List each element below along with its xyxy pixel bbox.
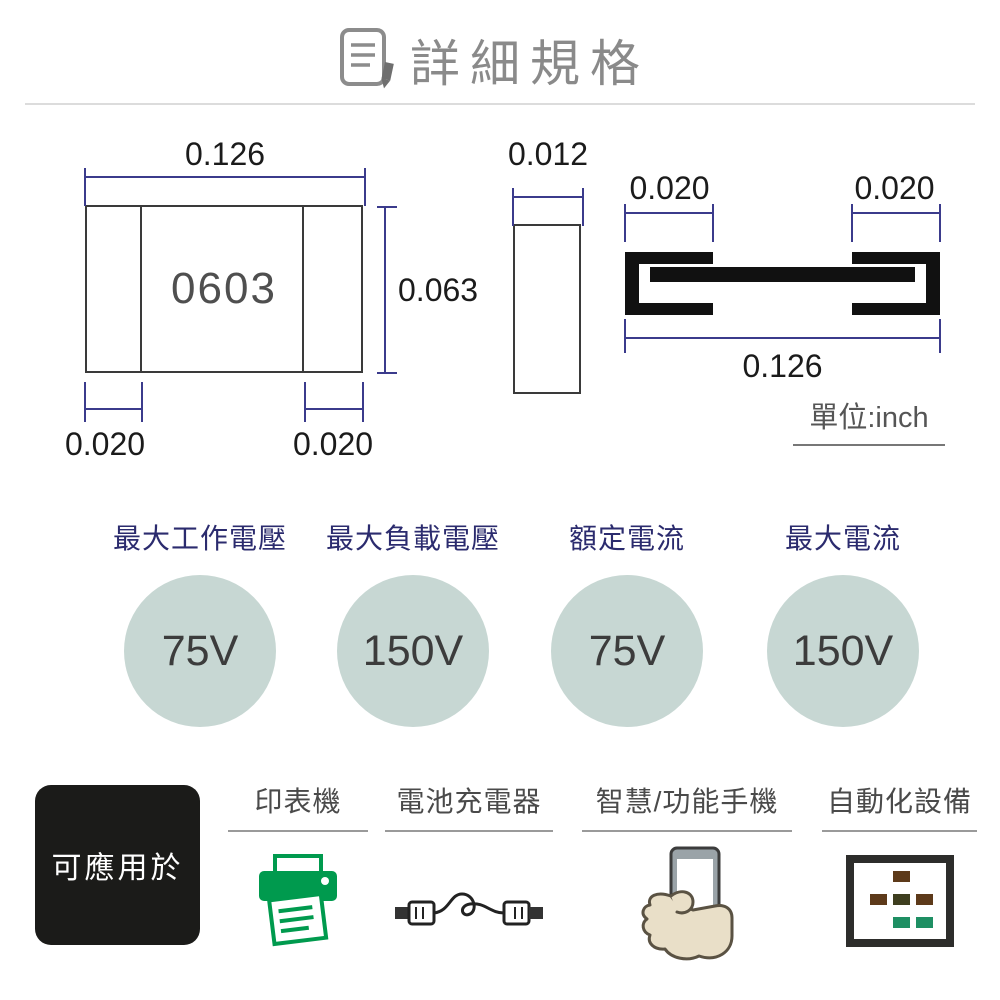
application-label: 電池充電器 bbox=[385, 780, 553, 832]
spec-max-working-voltage: 最大工作電壓 75V bbox=[105, 517, 295, 727]
dim-line-profile-pad-right bbox=[851, 204, 941, 242]
application-automation: 自動化設備 bbox=[822, 780, 977, 953]
terminal-separator-left bbox=[140, 207, 142, 371]
profile-body-bar bbox=[650, 267, 915, 282]
profile-pad-left bbox=[625, 252, 713, 315]
dim-line-top-view-width bbox=[84, 168, 366, 206]
spec-max-load-voltage: 最大負載電壓 150V bbox=[318, 517, 508, 727]
dim-side-view-thickness: 0.012 bbox=[507, 136, 589, 172]
document-pen-icon bbox=[338, 26, 400, 95]
spec-value: 75V bbox=[588, 626, 666, 675]
page-title: 詳細規格 bbox=[410, 36, 650, 92]
phone-in-hand-icon bbox=[635, 844, 740, 971]
charger-cable-icon bbox=[393, 880, 545, 949]
resistor-top-view: 0603 bbox=[85, 205, 363, 373]
dim-line-side-view-thickness bbox=[512, 188, 584, 226]
automation-equipment-icon bbox=[845, 854, 955, 953]
spec-label: 最大電流 bbox=[784, 523, 901, 554]
dim-top-view-height: 0.063 bbox=[398, 272, 479, 308]
application-label: 智慧/功能手機 bbox=[582, 780, 792, 832]
application-label: 印表機 bbox=[228, 780, 368, 832]
spec-value: 150V bbox=[792, 626, 894, 675]
unit-label: 單位:inch bbox=[793, 394, 945, 446]
dim-line-top-view-height bbox=[377, 206, 397, 374]
spec-value: 150V bbox=[362, 626, 464, 675]
dim-line-profile-pad-left bbox=[624, 204, 714, 242]
dim-line-top-view-pad-left bbox=[84, 382, 143, 422]
dim-profile-length: 0.126 bbox=[742, 348, 823, 384]
dim-profile-pad-right: 0.020 bbox=[854, 170, 935, 206]
dim-line-profile-length bbox=[624, 319, 941, 353]
spec-rated-current: 額定電流 75V bbox=[532, 517, 722, 727]
spec-label: 最大工作電壓 bbox=[112, 523, 287, 554]
dim-top-view-width: 0.126 bbox=[184, 136, 266, 172]
printer-icon bbox=[251, 852, 346, 955]
spec-circle: 75V bbox=[551, 575, 703, 727]
spec-circle: 150V bbox=[337, 575, 489, 727]
dim-profile-pad-left: 0.020 bbox=[629, 170, 710, 206]
spec-circle: 150V bbox=[767, 575, 919, 727]
application-battery-charger: 電池充電器 bbox=[385, 780, 553, 949]
package-code: 0603 bbox=[171, 264, 277, 313]
spec-circle: 75V bbox=[124, 575, 276, 727]
dim-line-top-view-pad-right bbox=[304, 382, 364, 422]
profile-pad-right bbox=[852, 252, 940, 315]
spec-max-current: 最大電流 150V bbox=[748, 517, 938, 727]
application-smartphone: 智慧/功能手機 bbox=[582, 780, 792, 971]
resistor-side-view bbox=[513, 224, 581, 394]
applications-intro-box: 可應用於 bbox=[35, 785, 200, 945]
dim-top-view-pad-left: 0.020 bbox=[64, 426, 146, 462]
spec-label: 最大負載電壓 bbox=[325, 523, 500, 554]
dim-top-view-pad-right: 0.020 bbox=[292, 426, 374, 462]
header-divider bbox=[25, 103, 975, 105]
application-printer: 印表機 bbox=[228, 780, 368, 955]
applications-intro-label: 可應用於 bbox=[51, 852, 184, 885]
spec-value: 75V bbox=[161, 626, 239, 675]
terminal-separator-right bbox=[302, 207, 304, 371]
spec-label: 額定電流 bbox=[568, 523, 685, 554]
application-label: 自動化設備 bbox=[822, 780, 977, 832]
